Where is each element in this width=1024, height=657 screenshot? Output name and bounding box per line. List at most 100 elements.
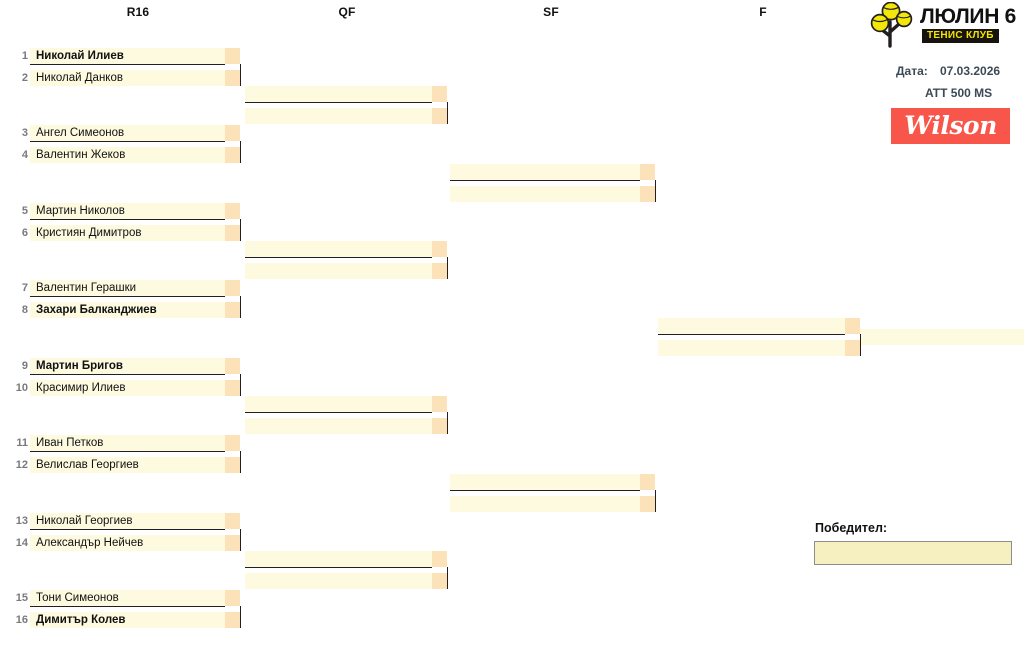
r16-score-10[interactable] — [225, 380, 240, 396]
seed-number: 5 — [21, 205, 28, 217]
qf-slot-4[interactable] — [245, 263, 447, 279]
r16-slot-8[interactable]: Захари Балканджиев — [30, 302, 240, 318]
r16-slot-2[interactable]: Николай Данков — [30, 70, 240, 86]
seed-number: 8 — [21, 304, 28, 316]
r16-score-4[interactable] — [225, 147, 240, 163]
club-subtitle: ТЕНИС КЛУБ — [922, 29, 999, 43]
final-score-2[interactable] — [845, 340, 860, 356]
r16-score-1[interactable] — [225, 48, 240, 64]
r16-slot-4[interactable]: Валентин Жеков — [30, 147, 240, 163]
seed-number: 10 — [15, 382, 28, 394]
winner-input[interactable] — [814, 541, 1012, 565]
r16-score-13[interactable] — [225, 513, 240, 529]
qf-score-4[interactable] — [432, 263, 447, 279]
r16-slot-9[interactable]: Мартин Бригов — [30, 358, 240, 375]
slot-player-name: Валентин Жеков — [36, 149, 126, 161]
round-header-sf: SF — [543, 5, 559, 19]
final-slot-1[interactable] — [658, 318, 860, 335]
sf-score-4[interactable] — [640, 496, 655, 512]
qf-slot-2[interactable] — [245, 108, 447, 124]
r16-score-2[interactable] — [225, 70, 240, 86]
slot-player-name: Захари Балканджиев — [36, 304, 157, 316]
r16-slot-3[interactable]: Ангел Симеонов — [30, 125, 240, 142]
sf-score-1[interactable] — [640, 164, 655, 180]
r16-score-6[interactable] — [225, 225, 240, 241]
seed-number: 13 — [15, 515, 28, 527]
sf-slot-4[interactable] — [450, 496, 655, 512]
final-slot-2[interactable] — [658, 340, 860, 356]
slot-underline — [245, 567, 432, 568]
r16-score-11[interactable] — [225, 435, 240, 451]
slot-name-cell — [30, 435, 225, 451]
slot-underline — [245, 257, 432, 258]
r16-slot-6[interactable]: Кристиян Димитров — [30, 225, 240, 241]
qf-slot-1[interactable] — [245, 86, 447, 103]
qf-slot-8[interactable] — [245, 573, 447, 589]
r16-score-3[interactable] — [225, 125, 240, 141]
final-score-1[interactable] — [845, 318, 860, 334]
slot-underline — [30, 374, 225, 375]
qf-score-6[interactable] — [432, 418, 447, 434]
r16-score-7[interactable] — [225, 280, 240, 296]
r16-score-12[interactable] — [225, 457, 240, 473]
r16-score-16[interactable] — [225, 612, 240, 628]
r16-slot-11[interactable]: Иван Петков — [30, 435, 240, 452]
slot-player-name: Мартин Бригов — [36, 360, 123, 372]
date-label: Дата: — [896, 64, 928, 78]
qf-score-5[interactable] — [432, 396, 447, 412]
r16-slot-10[interactable]: Красимир Илиев — [30, 380, 240, 396]
slot-underline — [30, 64, 225, 65]
qf-slot-7[interactable] — [245, 551, 447, 568]
champion-slot[interactable] — [860, 329, 1024, 345]
slot-underline — [245, 102, 432, 103]
slot-player-name: Ангел Симеонов — [36, 127, 125, 139]
r16-slot-14[interactable]: Александър Нейчев — [30, 535, 240, 551]
slot-name-cell — [245, 551, 432, 567]
bracket-connector-vertical — [240, 219, 241, 241]
qf-score-2[interactable] — [432, 108, 447, 124]
r16-slot-15[interactable]: Тони Симеонов — [30, 590, 240, 607]
slot-player-name: Иван Петков — [36, 437, 104, 449]
qf-score-7[interactable] — [432, 551, 447, 567]
r16-score-5[interactable] — [225, 203, 240, 219]
r16-score-9[interactable] — [225, 358, 240, 374]
slot-name-cell — [30, 590, 225, 606]
qf-score-8[interactable] — [432, 573, 447, 589]
slot-name-cell — [30, 280, 225, 296]
qf-score-1[interactable] — [432, 86, 447, 102]
sf-score-2[interactable] — [640, 186, 655, 202]
tennis-ball-tree-icon — [870, 1, 913, 48]
r16-slot-1[interactable]: Николай Илиев — [30, 48, 240, 65]
r16-slot-5[interactable]: Мартин Николов — [30, 203, 240, 220]
slot-player-name: Валентин Герашки — [36, 282, 137, 294]
bracket-connector-vertical — [447, 102, 448, 124]
r16-slot-16[interactable]: Димитър Колев — [30, 612, 240, 628]
sf-slot-3[interactable] — [450, 474, 655, 491]
qf-slot-6[interactable] — [245, 418, 447, 434]
seed-number: 12 — [15, 459, 28, 471]
r16-score-14[interactable] — [225, 535, 240, 551]
slot-player-name: Велислав Георгиев — [36, 459, 139, 471]
r16-slot-13[interactable]: Николай Георгиев — [30, 513, 240, 530]
slot-name-cell — [245, 263, 432, 279]
round-header-r16: R16 — [126, 5, 150, 19]
seed-number: 16 — [15, 614, 28, 626]
r16-score-15[interactable] — [225, 590, 240, 606]
slot-player-name: Александър Нейчев — [36, 537, 144, 549]
round-header-qf: QF — [338, 5, 356, 19]
qf-slot-5[interactable] — [245, 396, 447, 413]
slot-name-cell — [30, 48, 225, 64]
slot-underline — [450, 180, 640, 181]
sf-slot-2[interactable] — [450, 186, 655, 202]
r16-slot-7[interactable]: Валентин Герашки — [30, 280, 240, 297]
r16-score-8[interactable] — [225, 302, 240, 318]
r16-slot-12[interactable]: Велислав Георгиев — [30, 457, 240, 473]
qf-slot-3[interactable] — [245, 241, 447, 258]
slot-name-cell — [30, 457, 225, 473]
sf-score-3[interactable] — [640, 474, 655, 490]
qf-score-3[interactable] — [432, 241, 447, 257]
sf-slot-1[interactable] — [450, 164, 655, 181]
bracket-connector-vertical — [447, 567, 448, 589]
slot-name-cell — [30, 612, 225, 628]
club-logo: ЛЮЛИН 6 ТЕНИС КЛУБ — [866, 1, 1024, 48]
